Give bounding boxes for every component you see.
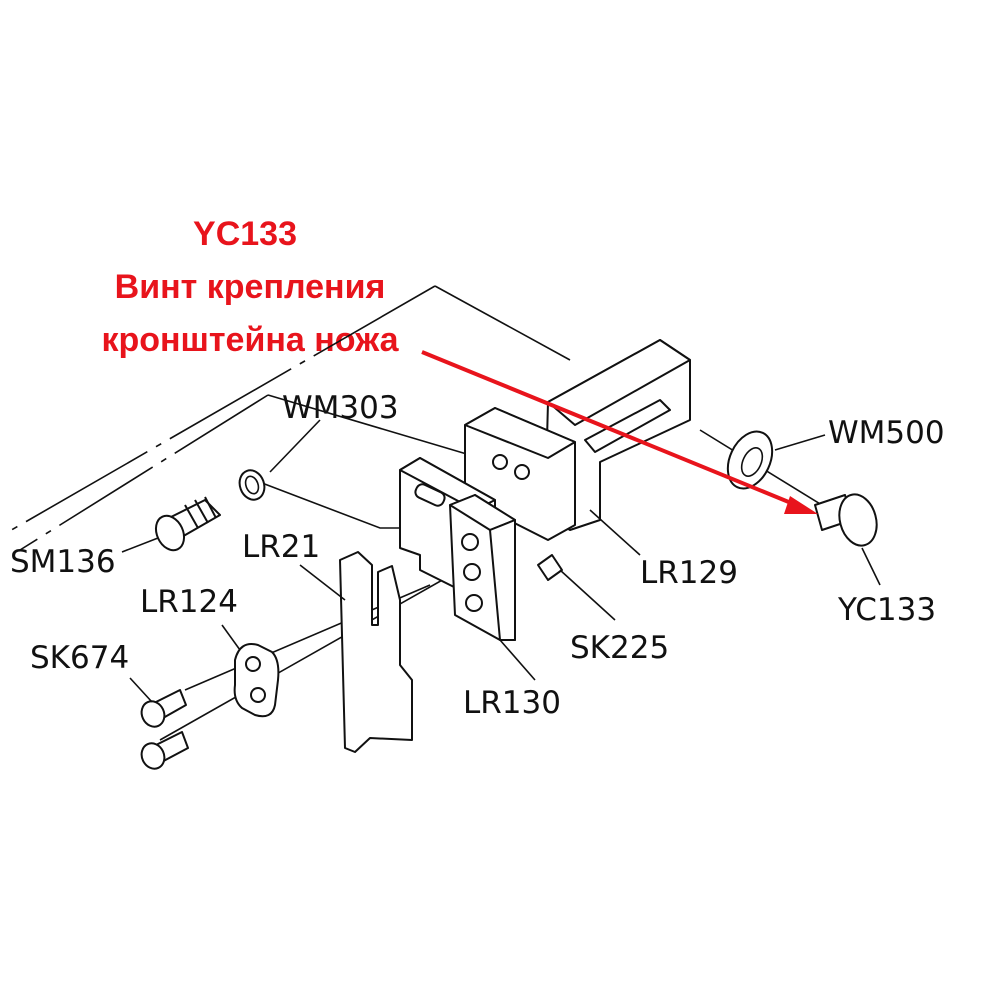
washer-wm303 <box>238 469 266 501</box>
label-yc133: YC133 <box>837 592 936 628</box>
setscrew-sk225 <box>537 554 563 581</box>
holder-lr124 <box>233 643 280 718</box>
label-sk674: SK674 <box>30 640 129 676</box>
annotation-line-1: Винт крепления <box>114 268 386 306</box>
label-sk225: SK225 <box>570 630 669 666</box>
label-lr129: LR129 <box>640 555 738 591</box>
washer-wm500 <box>726 430 774 490</box>
screw-yc133 <box>814 493 878 547</box>
annotation-code: YC133 <box>193 215 297 253</box>
block-lr130 <box>449 494 516 641</box>
leader-lines <box>121 419 881 703</box>
label-wm500: WM500 <box>828 415 945 451</box>
screw-sm136 <box>154 496 221 552</box>
label-lr130: LR130 <box>463 685 561 721</box>
annotation-line-2: кронштейна ножа <box>101 321 399 359</box>
part-labels: WM303 WM500 SM136 LR21 LR124 LR129 SK674… <box>10 390 945 721</box>
knife-lr21 <box>339 551 413 753</box>
label-sm136: SM136 <box>10 544 116 580</box>
label-lr21: LR21 <box>242 529 320 565</box>
screws-sk674 <box>140 689 189 770</box>
label-lr124: LR124 <box>140 584 238 620</box>
annotation-arrow <box>421 350 818 514</box>
label-wm303: WM303 <box>282 390 399 426</box>
